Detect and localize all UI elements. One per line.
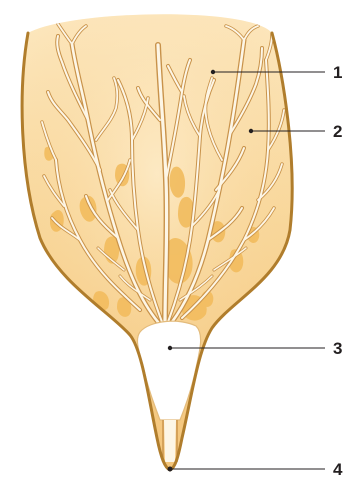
- callout-label-4: 4: [333, 460, 343, 479]
- callout-label-2: 2: [333, 122, 342, 141]
- callout-label-1: 1: [333, 63, 342, 82]
- callout-label-3: 3: [333, 339, 342, 358]
- central-cavity: [137, 321, 200, 420]
- callout-4: 4: [170, 460, 343, 479]
- stalk-duct: [163, 420, 177, 462]
